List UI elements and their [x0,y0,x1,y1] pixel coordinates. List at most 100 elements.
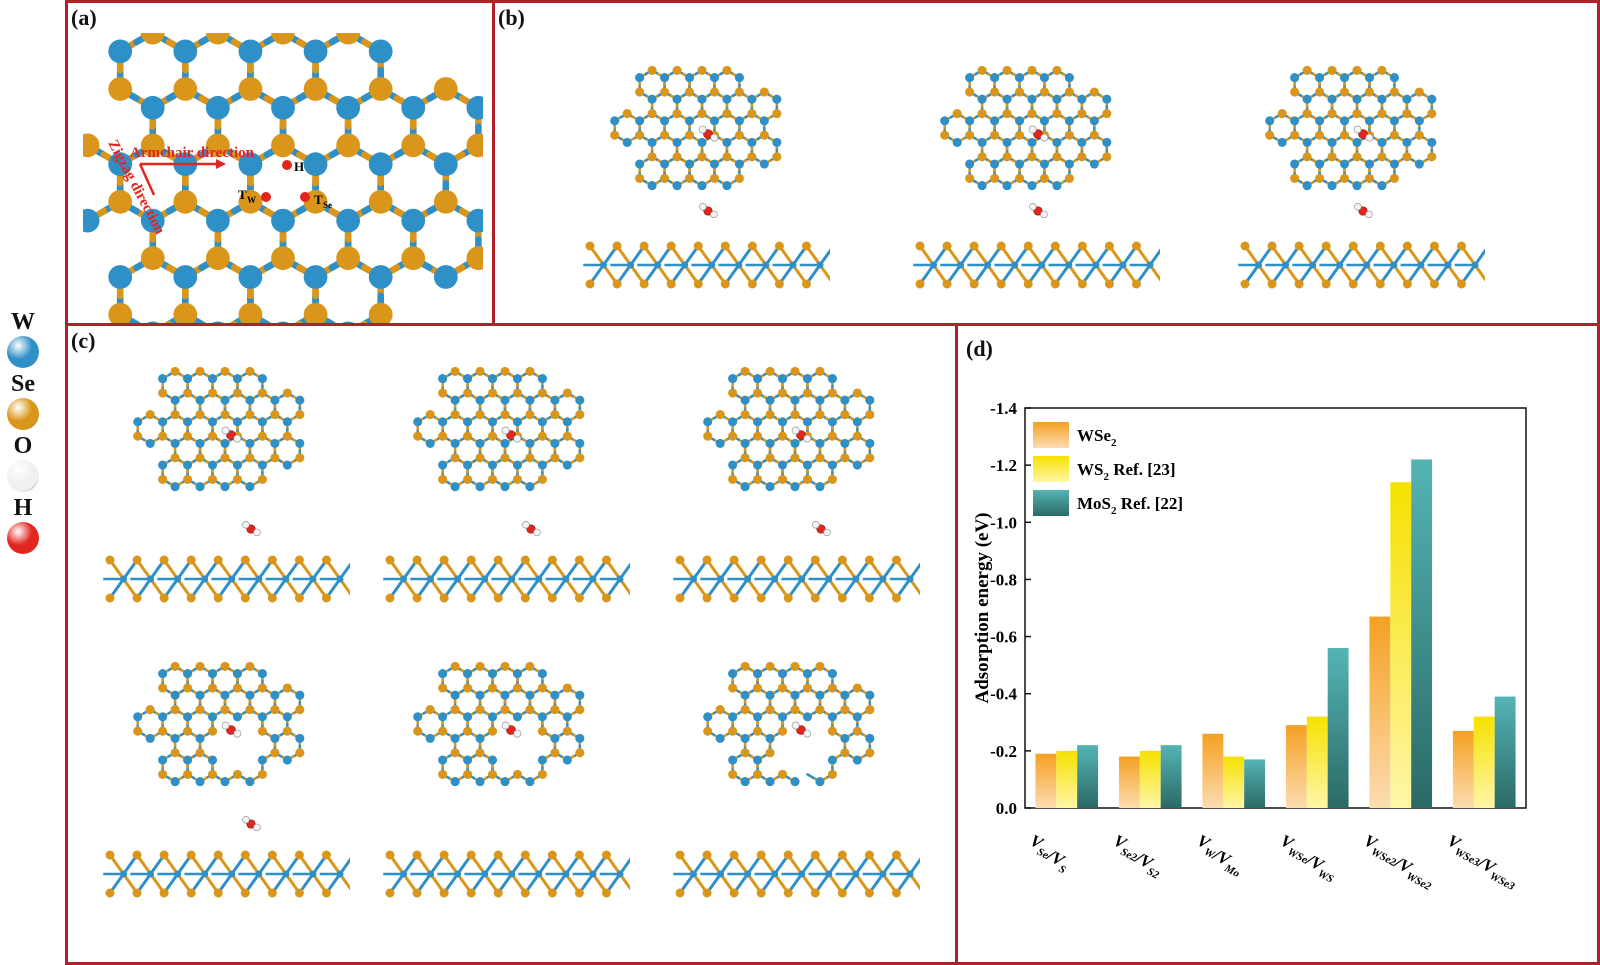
panel-a-label: (a) [71,5,97,30]
side-view [383,555,630,603]
legend-swatch [1033,490,1069,516]
x-tick-label: VWSe2/VWSe2 [1357,831,1441,894]
atoms [703,366,875,492]
y-tick-label: -1.4 [990,399,1017,418]
lattice-top-view [940,65,1112,191]
x-tick-label: VWSe/VWS [1273,831,1343,886]
panel-c: (c) [65,323,958,965]
atoms [413,366,585,492]
side-view-layer [383,555,630,603]
atom-legend-label: Se [11,371,35,397]
water-molecule-icon [1028,125,1049,142]
y-tick-label: -0.6 [990,628,1017,647]
bar [1056,750,1078,808]
blue-sphere-icon [7,336,39,368]
atoms [133,366,305,492]
water-icon-group [242,816,261,832]
site-tse-label: T [314,192,323,207]
tick-subscript: WSe2 [1404,870,1433,893]
red-sphere-icon [7,522,39,554]
side-view-layer [103,555,350,603]
legend-swatch [1033,422,1069,448]
atoms [413,661,585,787]
tick-subscript: WSe3 [1488,870,1517,893]
lattice-top-view [413,366,585,492]
panel-d-label: (d) [966,336,993,361]
y-tick-label: -0.8 [990,570,1017,589]
lattice-top-view [703,661,875,787]
adsorption-energy-chart: 0.0-0.2-0.4-0.6-0.8-1.0-1.2-1.4Adsorptio… [972,399,1527,894]
legend-name: MoS [1077,494,1111,513]
lattice-top-view [83,33,483,323]
panel-b-label: (b) [498,5,525,30]
bar [1473,716,1495,808]
tick-subscript: S2 [1145,866,1161,882]
side-view-layer [383,850,630,898]
y-tick-label: -0.2 [990,742,1017,761]
water-molecule-icon [699,203,718,219]
legend-subscript: 2 [1111,505,1117,517]
bar [1139,750,1161,808]
x-tick-label: VSe/VS [1023,831,1075,877]
site-tw-sub: W [247,195,256,205]
atom-legend-item: W [0,310,46,368]
water-molecule-icon [812,521,831,537]
site-tse-marker [300,192,310,202]
water-molecule-icon [791,426,812,443]
legend-subscript: 2 [1111,437,1117,449]
atom-legend-label: H [13,495,33,521]
direction-annotations: Armchair direction Zigzag direction H T … [104,137,332,237]
atoms [703,661,875,787]
atoms [610,65,782,191]
atom-legend-item: Se [0,372,46,430]
water-molecule-icon [242,816,261,832]
bar [1244,759,1266,808]
legend-ref: Ref. [23] [1109,460,1176,479]
side-view-layer [913,241,1160,289]
panel-b: (b) [492,0,1600,326]
water-molecule-icon [501,426,522,443]
lattice-top-view [413,661,585,787]
atoms [1265,65,1437,191]
legend-label: WS2 Ref. [23] [1077,460,1176,483]
y-tick-label: -1.2 [990,456,1017,475]
atoms [940,65,1112,191]
water-icon-group [522,521,541,537]
lattice-top-view [1265,65,1437,191]
water-molecule-icon [522,521,541,537]
bar [1202,733,1224,808]
atoms [133,661,305,787]
water-molecule-icon [1029,203,1048,219]
water-molecule-icon [1354,203,1373,219]
water-molecule-icon [1353,125,1374,142]
side-view [673,850,920,898]
water-molecule-icon [698,125,719,142]
panel-a: (a) Armchair direction Zigzag direction … [65,0,495,326]
bar [1452,730,1474,808]
bar [1369,616,1391,808]
site-h-label: H [294,159,304,174]
side-view-layer [583,241,830,289]
legend-subscript: 2 [1103,471,1109,483]
side-view-layer [103,850,350,898]
bar [1077,745,1099,808]
y-tick-label: -0.4 [990,685,1017,704]
lattice-top-view [133,661,305,787]
bar [1390,482,1412,808]
bar [1223,756,1245,808]
bar [1160,745,1182,808]
x-tick-label: VSe2/VS2 [1106,831,1169,882]
atom-legend-label: W [11,309,35,335]
plot-frame [1024,407,1527,809]
side-view-layer [673,555,920,603]
side-view [913,241,1160,289]
water-icon-group [1354,203,1373,219]
bar [1494,696,1516,808]
site-tw-marker [261,192,271,202]
white-sphere-icon [7,460,39,492]
atom-legend-item: O [0,434,46,492]
atoms [83,33,483,323]
side-view [1238,241,1485,289]
water-molecule-icon [221,426,242,443]
